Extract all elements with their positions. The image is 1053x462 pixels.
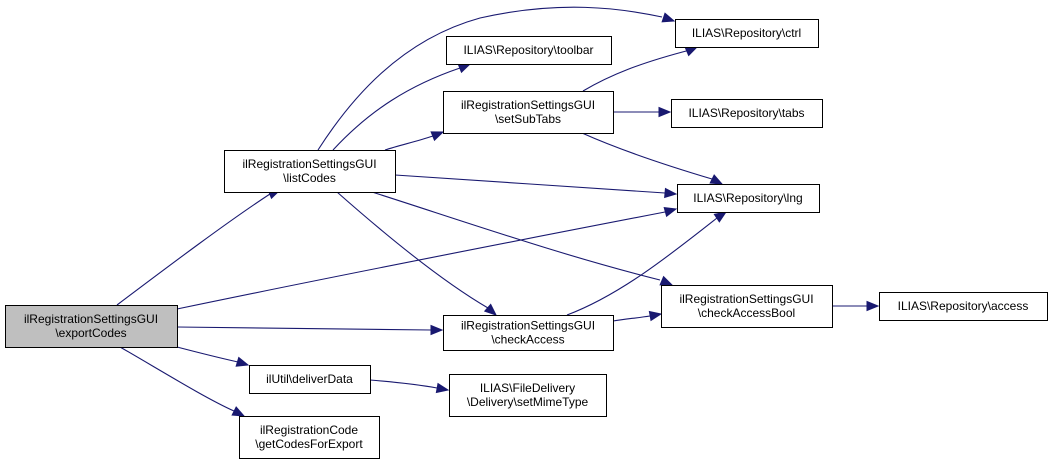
node-box[interactable] [661,285,833,328]
node-label-line: \checkAccessBool [698,306,795,320]
arrowhead-icon [664,187,678,199]
edge-checkAccess-to-lng [566,211,728,316]
edge-line [371,191,661,281]
node-ctrl[interactable]: ILIAS\Repository\ctrl [675,19,819,48]
node-label-line: ILIAS\Repository\lng [693,191,802,205]
node-tabs[interactable]: ILIAS\Repository\tabs [671,99,823,128]
node-box[interactable] [224,150,396,193]
edge-setSubTabs-to-ctrl [582,46,699,92]
node-label-line: ilRegistrationSettingsGUI [461,98,595,112]
node-label-line: ilUtil\deliverData [266,372,353,386]
edge-line [394,174,666,194]
edge-listCodes-to-checkAccessBool [371,191,674,286]
node-label-line: \setSubTabs [495,112,561,126]
arrowhead-icon [866,300,880,312]
node-label-line: ILIAS\Repository\tabs [688,106,804,120]
node-label-line: \Delivery\setMimeType [467,395,589,409]
edge-deliverData-to-setMimeType [369,379,450,394]
node-lng[interactable]: ILIAS\Repository\lng [677,184,820,213]
node-box[interactable] [671,99,823,128]
node-setSubTabs[interactable]: ilRegistrationSettingsGUI\setSubTabs [443,91,614,134]
arrowhead-icon [430,324,444,336]
arrowhead-icon [483,303,497,316]
node-setMimeType[interactable]: ILIAS\FileDelivery\Delivery\setMimeType [449,374,607,417]
arrowhead-icon [430,131,445,142]
node-access[interactable]: ILIAS\Repository\access [879,292,1048,321]
node-checkAccessBool[interactable]: ilRegistrationSettingsGUI\checkAccessBoo… [661,285,833,328]
arrowhead-icon [709,174,724,185]
edge-line [369,379,438,389]
edge-setSubTabs-to-lng [581,132,724,185]
nodes-layer: ilRegistrationSettingsGUI\exportCodesilR… [5,19,1048,459]
node-box[interactable] [449,374,607,417]
edge-line [176,211,666,310]
arrowhead-icon [659,275,674,286]
edge-line [612,315,651,322]
edge-listCodes-to-lng [394,174,678,199]
node-label-line: ilRegistrationSettingsGUI [461,319,595,333]
node-listCodes[interactable]: ilRegistrationSettingsGUI\listCodes [224,150,396,193]
node-label-line: ilRegistrationSettingsGUI [242,157,376,171]
arrowhead-icon [658,106,672,118]
arrowhead-icon [684,46,699,57]
arrowhead-icon [648,310,663,322]
edge-exportCodes-to-lng [176,206,678,310]
arrowhead-icon [663,206,678,218]
node-exportCodes[interactable]: ilRegistrationSettingsGUI\exportCodes [5,305,178,348]
node-label-line: ILIAS\Repository\ctrl [692,26,801,40]
node-box[interactable] [675,19,819,48]
node-label-line: ilRegistrationCode [260,423,358,437]
node-label-line: ILIAS\FileDelivery [480,381,575,395]
node-box[interactable] [239,416,380,459]
node-box[interactable] [5,305,178,348]
node-box[interactable] [879,292,1048,321]
node-label-line: ILIAS\Repository\toolbar [463,43,593,57]
arrowhead-icon [713,211,728,223]
node-getCodesForExport[interactable]: ilRegistrationCode\getCodesForExport [239,416,380,459]
node-box[interactable] [446,36,612,65]
node-checkAccess[interactable]: ilRegistrationSettingsGUI\checkAccess [443,315,614,351]
node-label-line: \exportCodes [55,326,126,340]
arrowhead-icon [457,63,472,74]
arrowhead-icon [235,356,250,367]
node-box[interactable] [443,91,614,134]
edge-line [566,217,718,316]
edge-line [119,346,235,412]
edge-checkAccessBool-to-access [832,300,880,312]
edge-checkAccess-to-checkAccessBool [612,310,663,322]
edge-line [176,346,239,363]
edge-line [581,132,713,180]
node-deliverData[interactable]: ilUtil\deliverData [249,365,371,394]
arrowhead-icon [231,406,246,417]
node-label-line: ILIAS\Repository\access [898,299,1029,313]
arrowhead-icon [661,12,676,23]
edge-exportCodes-to-getCodesForExport [119,346,246,417]
edge-line [116,193,271,306]
edge-line [384,135,434,151]
edge-line [317,6,663,151]
node-box[interactable] [249,365,371,394]
edge-line [176,326,432,331]
edge-line [336,191,489,309]
edge-exportCodes-to-listCodes [116,189,282,306]
edge-setSubTabs-to-tabs [613,106,672,118]
edge-exportCodes-to-checkAccess [176,324,444,336]
arrowhead-icon [435,382,450,394]
edge-listCodes-to-setSubTabs [384,131,445,151]
edge-line [332,67,461,151]
edge-line [582,49,691,92]
node-label-line: \listCodes [283,171,336,185]
node-box[interactable] [677,184,820,213]
node-label-line: \getCodesForExport [255,437,363,451]
node-label-line: ilRegistrationSettingsGUI [679,292,813,306]
edge-exportCodes-to-deliverData [176,346,250,367]
node-label-line: \checkAccess [491,333,564,347]
node-label-line: ilRegistrationSettingsGUI [24,312,158,326]
edge-listCodes-to-ctrl [317,6,676,151]
edge-listCodes-to-checkAccess [336,191,497,316]
node-box[interactable] [443,315,614,351]
node-toolbar[interactable]: ILIAS\Repository\toolbar [446,36,612,65]
